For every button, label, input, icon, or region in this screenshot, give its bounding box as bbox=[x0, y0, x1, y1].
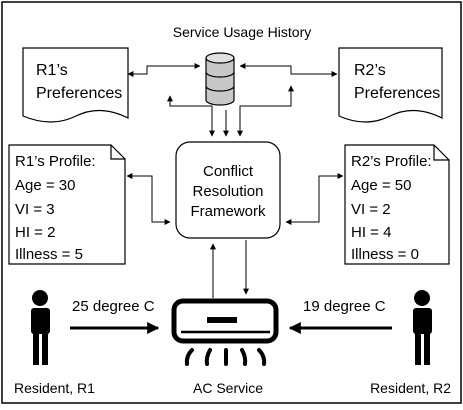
arrow-r1-preferences-framework bbox=[167, 95, 215, 137]
resident-r1-person-icon bbox=[31, 290, 50, 365]
r2-profile-line2: Age = 50 bbox=[351, 177, 411, 194]
r2-profile-fold bbox=[433, 145, 449, 161]
arrow-r1-profile-framework bbox=[126, 173, 171, 225]
resident-r1-label: Resident, R1 bbox=[14, 380, 95, 396]
r1-profile-line4: HI = 2 bbox=[15, 224, 55, 241]
resident-r2-person-icon bbox=[413, 290, 432, 365]
r2-profile-line3: VI = 2 bbox=[351, 201, 391, 218]
r1-profile-document bbox=[8, 144, 126, 265]
r1-profile-line5: Illness = 5 bbox=[15, 246, 83, 263]
r1-profile-line1: R1’s Profile: bbox=[15, 153, 96, 170]
r2-profile-line4: HI = 4 bbox=[351, 224, 391, 241]
r1-preferences-line1: R1’s bbox=[36, 62, 68, 79]
r1-preferences-document bbox=[22, 47, 129, 123]
ac-service-label: AC Service bbox=[193, 380, 263, 396]
arrow-r2-profile-framework bbox=[285, 173, 344, 225]
r2-preferences-document bbox=[338, 47, 443, 123]
r1-preferences-line2: Preferences bbox=[36, 85, 122, 102]
resident-r2-label: Resident, R2 bbox=[370, 380, 451, 396]
r2-preferences-line1: R2’s bbox=[354, 62, 386, 79]
arrow-r2-preferences-framework bbox=[237, 85, 294, 137]
r2-temperature-label: 19 degree C bbox=[303, 298, 386, 315]
framework-line2: Resolution bbox=[193, 183, 264, 200]
r1-temperature-label: 25 degree C bbox=[72, 298, 155, 315]
service-usage-history-title: Service Usage History bbox=[173, 24, 312, 40]
database-icon bbox=[205, 52, 235, 106]
r1-profile-fold bbox=[110, 145, 125, 160]
r2-profile-line1: R2’s Profile: bbox=[351, 153, 432, 170]
ac-unit-icon bbox=[171, 298, 279, 366]
framework-line1: Conflict bbox=[203, 163, 254, 180]
outer-frame bbox=[1, 1, 462, 404]
r2-profile-line5: Illness = 0 bbox=[351, 246, 419, 263]
arrow-r1-preferences-database bbox=[127, 63, 201, 77]
r1-profile-line2: Age = 30 bbox=[15, 177, 75, 194]
framework-line3: Framework bbox=[190, 203, 266, 220]
r2-profile-document bbox=[344, 144, 450, 265]
arrow-r2-preferences-database bbox=[239, 63, 338, 77]
r2-preferences-line2: Preferences bbox=[354, 85, 440, 102]
r1-profile-line3: VI = 3 bbox=[15, 201, 55, 218]
conflict-resolution-framework-box bbox=[175, 141, 281, 239]
